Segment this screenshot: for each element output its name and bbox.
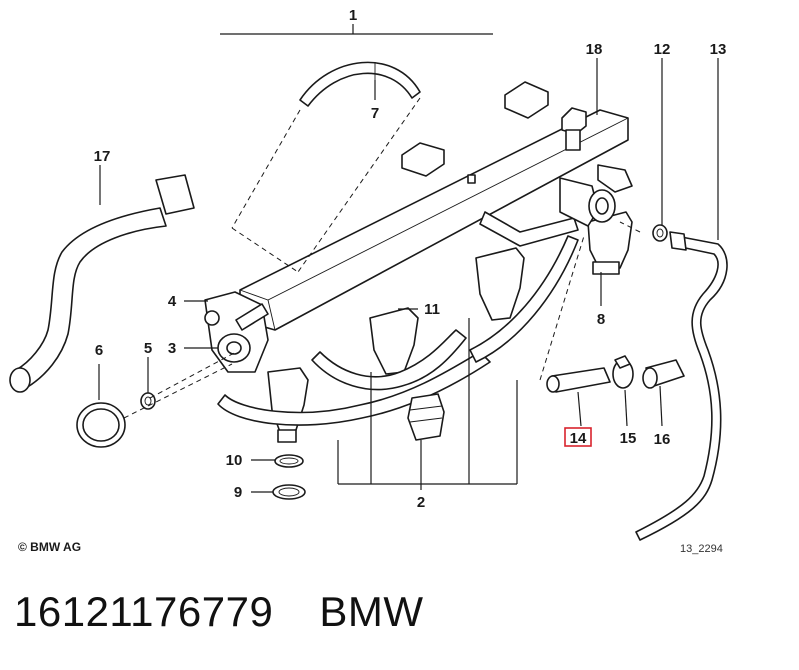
- pipe-13: [635, 231, 728, 541]
- callout-10: 10: [226, 452, 243, 469]
- callout-11: 11: [424, 301, 440, 318]
- hose-7: [299, 61, 421, 107]
- callout-12: 12: [654, 41, 671, 58]
- callout-13: 13: [710, 41, 727, 58]
- injectors-2: [267, 211, 633, 443]
- callouts: 1 7 18 12 13 17 4 3 6 5 11 8 10 9 2 14 1…: [94, 7, 727, 511]
- callout-7: 7: [371, 105, 379, 122]
- seal-12: [652, 224, 668, 242]
- callout-9: 9: [234, 484, 242, 501]
- callout-6: 6: [95, 342, 103, 359]
- oring-10: [274, 454, 304, 468]
- callout-3: 3: [168, 340, 176, 357]
- fuel-hoses: [217, 211, 579, 441]
- fuel-rail: [239, 81, 629, 331]
- bracket-1: [220, 24, 493, 35]
- pressure-regulator: [204, 291, 269, 373]
- callout-14: 14: [570, 430, 587, 447]
- callout-8: 8: [597, 311, 605, 328]
- clamp-15: [612, 355, 634, 389]
- callout-17: 17: [94, 148, 111, 165]
- callout-5: 5: [144, 340, 152, 357]
- callout-1: 1: [349, 7, 357, 24]
- hose-14: [546, 367, 611, 393]
- connector-16: [642, 359, 685, 389]
- part-number-line: 16121176779 BMW: [14, 588, 423, 636]
- drawing-id: 13_2294: [680, 543, 723, 555]
- callout-4: 4: [168, 293, 177, 310]
- pipe-17: [9, 174, 195, 393]
- brand-name: BMW: [319, 588, 424, 635]
- copyright-text: © BMW AG: [18, 540, 82, 554]
- oring-6: [76, 402, 126, 448]
- return-elbow: [559, 164, 633, 227]
- seal-5: [140, 392, 156, 410]
- leader-lines: [98, 58, 719, 493]
- oring-9: [272, 484, 306, 500]
- callout-2: 2: [417, 494, 425, 511]
- callout-15: 15: [620, 430, 637, 447]
- part-number: 16121176779: [14, 588, 274, 635]
- callout-18: 18: [586, 41, 603, 58]
- callout-14-highlight: [564, 427, 592, 447]
- callout-16: 16: [654, 431, 671, 448]
